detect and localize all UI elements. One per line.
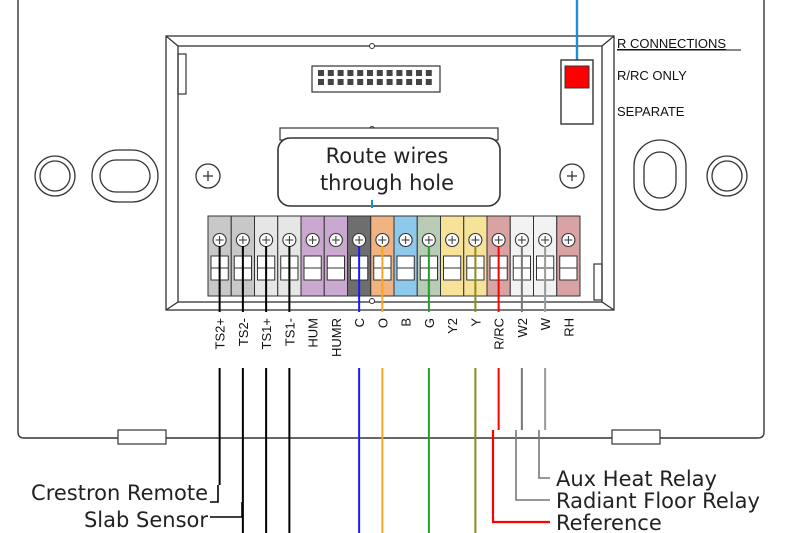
screw-slot (564, 236, 573, 244)
switch-option-separate: SEPARATE (617, 104, 685, 119)
header-pin (337, 70, 344, 76)
terminal-label: R/RC (492, 318, 507, 350)
screw-slot (238, 236, 247, 244)
terminal-label: G (422, 318, 437, 328)
screw-slot (308, 236, 317, 244)
screw-slot (424, 236, 433, 244)
header-pin (327, 70, 334, 76)
header-pin (406, 79, 413, 85)
header-pin (425, 70, 432, 76)
callout-leaders (210, 430, 550, 524)
header-pin (357, 70, 364, 76)
header-pin (406, 70, 413, 76)
terminal-label: TS1+ (259, 318, 274, 349)
terminal-label: C (352, 318, 367, 327)
terminal-label: TS2+ (213, 318, 228, 349)
housing-latch-right (593, 263, 603, 301)
screw-slot (401, 236, 410, 244)
terminal-label: W (538, 317, 553, 330)
crestron-callout-line1: Crestron Remote (31, 481, 208, 505)
header-pin (416, 70, 422, 76)
switch-option-rrc-only: R/RC ONLY (617, 68, 687, 83)
route-label-line1: Route wires (326, 144, 449, 168)
header-pin (376, 79, 383, 85)
mounting-hole-left (34, 155, 76, 197)
terminal-label: HUMR (329, 318, 344, 357)
mounting-hole-right (706, 155, 748, 197)
header-pin (367, 79, 373, 85)
switch-indicator (564, 65, 590, 89)
screw-slot (517, 236, 526, 244)
terminal-label: B (399, 318, 414, 327)
mount-tab-left (117, 429, 167, 445)
terminal-label: W2 (515, 318, 530, 338)
header-pin (376, 70, 383, 76)
terminal-label: TS2- (236, 318, 251, 346)
radiant-floor-callout: Radiant Floor Relay (556, 489, 760, 513)
screw-slot (378, 236, 387, 244)
route-label-line2: through hole (320, 171, 454, 195)
header-pin (347, 79, 354, 85)
header-pin (327, 79, 334, 85)
pin-header-connector (311, 65, 441, 93)
wire-route-opening (277, 127, 501, 208)
screw-slot (262, 236, 271, 244)
terminal-label: Y2 (445, 318, 460, 334)
header-pin (386, 79, 393, 85)
header-pin (347, 70, 354, 76)
screw-slot (448, 236, 457, 244)
wire-group (218, 246, 547, 533)
terminal-label: Y (468, 318, 483, 327)
screw-slot (331, 236, 340, 244)
header-pin (425, 79, 432, 85)
mount-tab-right (611, 429, 661, 445)
header-pin (318, 79, 324, 85)
screw-left-icon (195, 163, 221, 189)
header-pin (396, 70, 403, 76)
reference-callout: Reference (556, 511, 662, 533)
header-pin (396, 79, 403, 85)
housing-latch-left (177, 53, 187, 95)
housing-dot-bottom (369, 298, 375, 304)
aux-heat-callout: Aux Heat Relay (556, 467, 717, 491)
housing-dot-top (369, 43, 375, 49)
screw-slot (285, 236, 294, 244)
terminal-label: RH (561, 318, 576, 337)
back-plate (17, 0, 765, 439)
terminal-block (207, 215, 581, 297)
terminal-label: HUM (306, 318, 321, 348)
screw-right-icon (559, 163, 585, 189)
screw-slot (355, 236, 364, 244)
header-pin (318, 70, 324, 76)
terminal-housing (165, 35, 615, 311)
header-pin (337, 79, 344, 85)
header-pin (416, 79, 422, 85)
screw-slot (494, 236, 503, 244)
mounting-slot-right (633, 139, 687, 211)
header-pin (357, 79, 364, 85)
mounting-slot-left (91, 149, 159, 203)
header-pin (386, 70, 393, 76)
screw-slot (215, 236, 224, 244)
header-pin (367, 70, 373, 76)
terminal-label: TS1- (282, 318, 297, 346)
crestron-callout-line2: Slab Sensor (84, 508, 208, 532)
screw-slot (471, 236, 480, 244)
switch-heading: R CONNECTIONS (617, 36, 726, 51)
terminal-label: O (375, 318, 390, 328)
screw-slot (541, 236, 550, 244)
